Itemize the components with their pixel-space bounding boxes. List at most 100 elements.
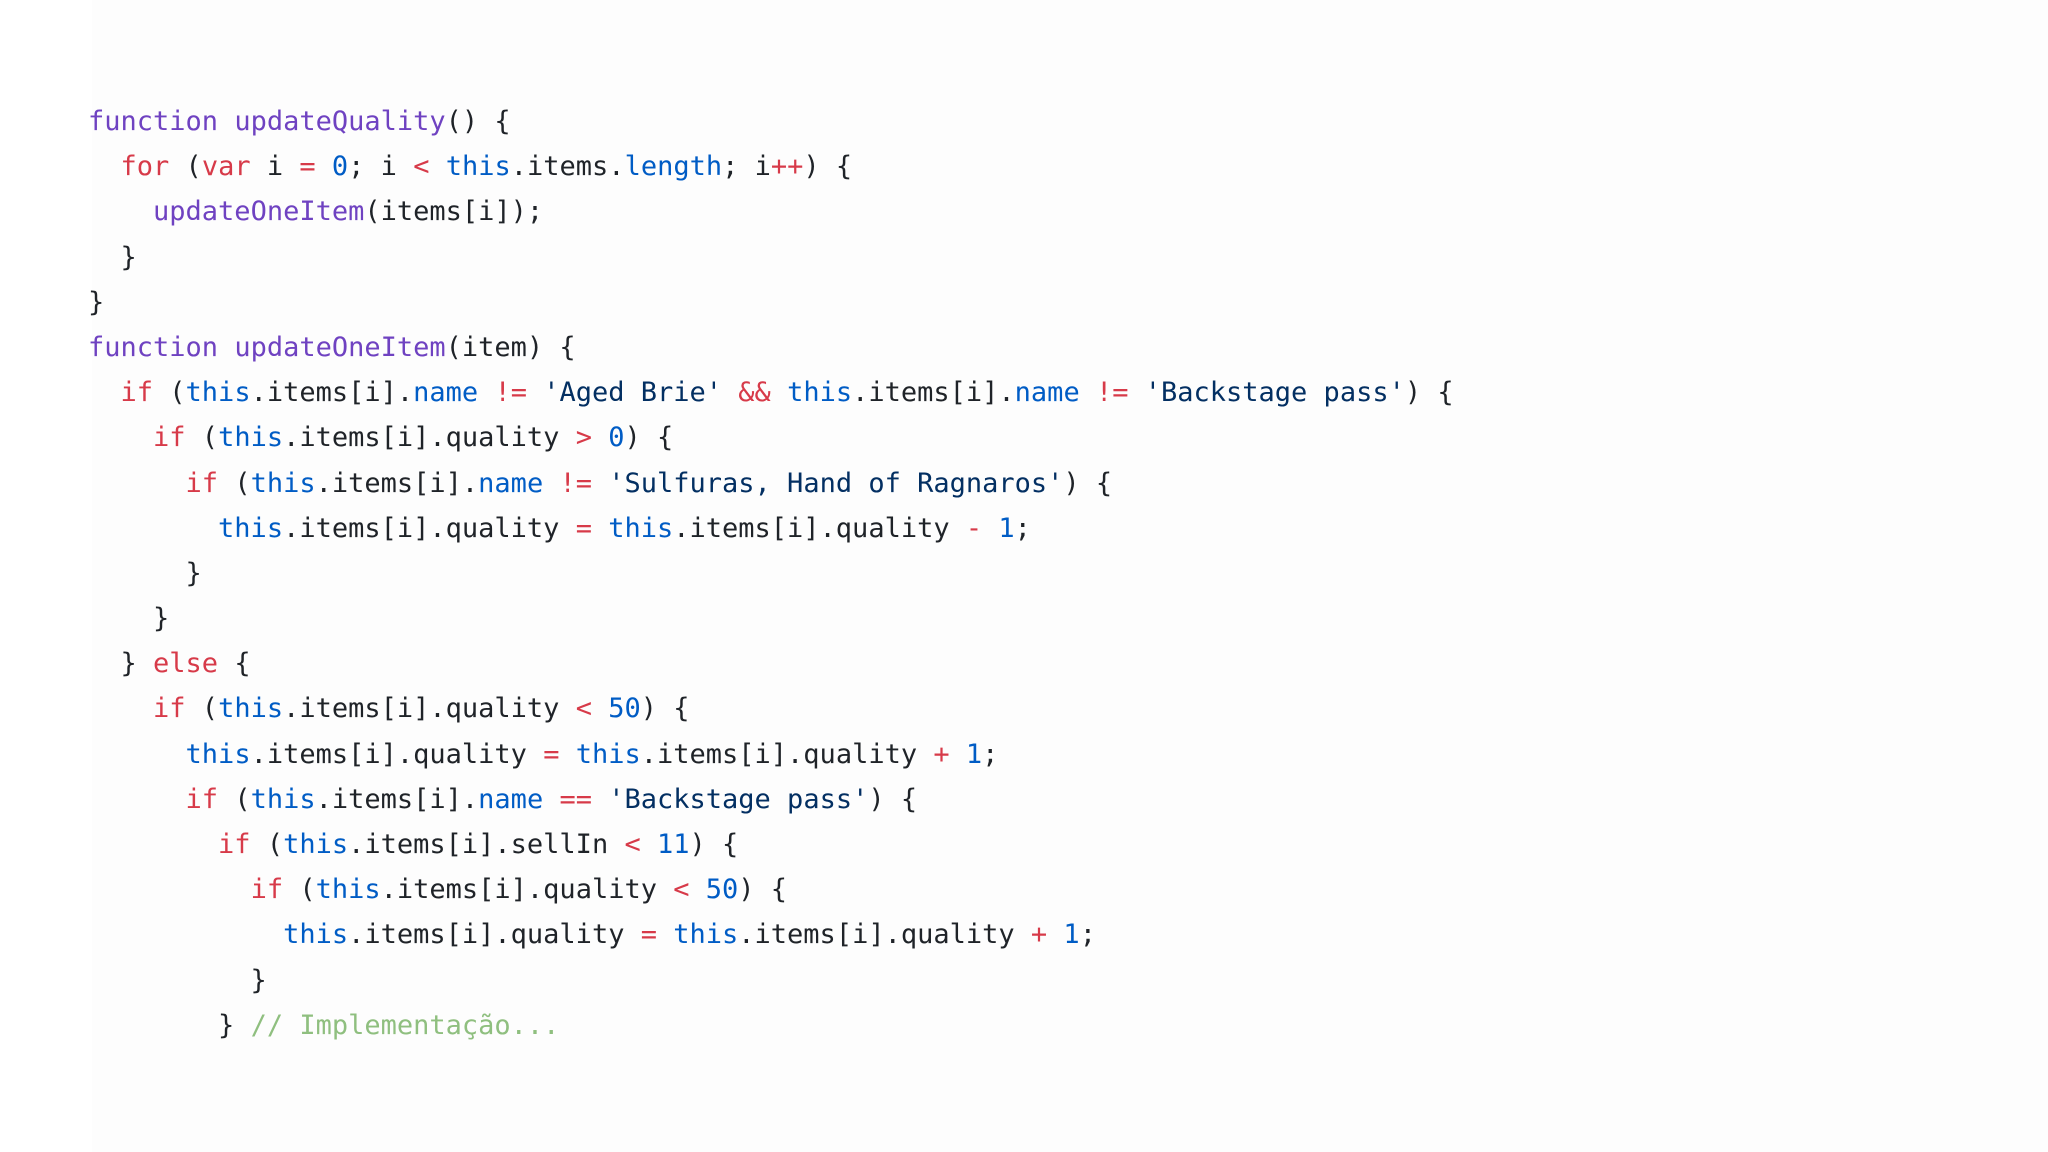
code-text: .items[i].quality [283,512,576,544]
operator: != [494,377,527,409]
keyword: if [250,874,284,906]
code-text: ( [218,467,251,499]
this-keyword: this [608,512,674,544]
number-literal: 11 [656,829,690,860]
property-name: length [624,151,723,183]
number-literal: 1 [1063,919,1080,951]
function-name: updateOneItem [234,331,446,363]
function-name: updateQuality [234,106,446,137]
code-text: ( [283,874,316,906]
code-line: } [88,958,1454,1003]
code-panel-background [92,0,2048,1152]
code-text [982,513,998,544]
code-text: ; [1079,919,1096,951]
keyword: else [153,648,219,680]
code-line: this.items[i].quality = this.items[i].qu… [88,506,1454,551]
keyword: if [153,422,186,454]
code-text: ( [185,693,219,725]
operator: = [543,738,560,770]
this-keyword: this [575,738,641,770]
code-text [690,874,706,905]
this-keyword: this [445,151,511,183]
code-text: } [88,964,267,996]
operator: = [575,512,592,544]
string-literal: 'Backstage pass' [1144,377,1405,409]
code-text [88,739,186,770]
property-name: name [413,377,479,409]
code-text [592,693,608,724]
number-literal: 50 [608,693,641,725]
operator: && [738,377,771,409]
code-text [950,739,966,770]
number-literal: 0 [608,422,625,454]
code-text [559,739,575,770]
code-text [88,784,186,815]
operator: < [624,829,641,860]
code-text: } [88,648,154,680]
code-text: .items[i]. [250,377,414,409]
code-text: .items[i].quality [380,874,674,906]
code-text: ( [153,377,186,409]
code-text [1047,919,1063,950]
code-text [88,919,283,950]
code-line: } // Implementação... [88,1003,1454,1048]
code-text [478,377,494,408]
code-text [88,196,153,227]
code-text: { [218,648,251,680]
string-literal: 'Sulfuras, Hand of Ragnaros' [608,467,1064,499]
code-text: ; [982,738,999,770]
this-keyword: this [283,919,349,951]
code-line: } [88,280,1454,325]
number-literal: 0 [331,151,349,183]
code-text [88,468,186,499]
code-text: ) { [868,783,918,815]
code-text [88,513,218,544]
operator: < [575,693,592,725]
code-comment: // Implementação... [250,1009,560,1041]
code-text [218,106,234,137]
code-line: updateOneItem(items[i]); [88,189,1454,234]
code-text: ( [250,829,284,860]
code-line: if (this.items[i].name != 'Sulfuras, Han… [88,461,1454,506]
code-line: } [88,235,1454,280]
this-keyword: this [283,829,349,860]
code-text: .items. [510,151,625,183]
code-line: this.items[i].quality = this.items[i].qu… [88,732,1454,777]
code-text: .items[i].quality [348,919,641,951]
code-line: function updateOneItem(item) { [88,325,1454,370]
this-keyword: this [315,874,381,906]
property-name: name [478,467,544,499]
code-line: for (var i = 0; i < this.items.length; i… [88,144,1454,189]
keyword: if [218,829,251,860]
operator: != [1095,377,1129,409]
code-line: function updateQuality() { [88,99,1454,144]
code-line: this.items[i].quality = this.items[i].qu… [88,912,1454,957]
code-text: .items[i].quality [673,512,966,544]
operator: == [559,783,592,815]
code-line: if (this.items[i].quality < 50) { [88,867,1454,912]
code-text: () { [445,106,511,137]
keyword: if [120,377,154,409]
code-text [88,829,218,860]
code-text [592,513,608,544]
code-line: } [88,551,1454,596]
this-keyword: this [218,422,284,454]
code-text: i [250,151,300,183]
code-line: if (this.items[i].name != 'Aged Brie' &&… [88,370,1454,415]
code-text [429,151,445,182]
code-text [641,829,657,860]
property-name: name [478,783,544,815]
this-keyword: this [787,377,853,409]
code-text: ( [169,151,202,183]
code-text: .items[i]. [315,467,479,499]
code-text: .items[i].sellIn [348,829,625,860]
code-text [88,151,121,182]
string-literal: 'Backstage pass' [608,783,869,815]
code-text: ; [1014,512,1031,544]
code-text: .items[i]. [315,783,479,815]
code-text: ) { [803,151,853,183]
code-text: ; i [722,151,771,183]
code-text: .items[i].quality [738,919,1031,951]
this-keyword: this [673,919,739,951]
